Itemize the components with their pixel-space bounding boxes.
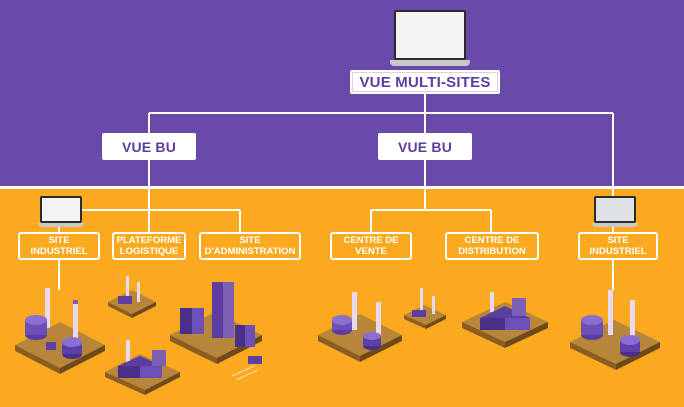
laptop-dashboard-icon [592,196,638,228]
office-building-icon [170,282,262,381]
factory-icon [15,288,105,374]
laptop-dashboard-icon [390,10,470,68]
laptop-dashboard-icon [38,196,84,228]
factory-icon [570,290,660,370]
factory-icon [108,276,156,318]
band-divider [0,186,684,189]
multi-site-view-box: VUE MULTI-SITES [350,70,500,94]
site-label-industrial: SITE INDUSTRIEL [18,232,100,260]
bu-view-box-right: VUE BU [378,133,472,160]
factory-icon [404,288,446,329]
warehouse-icon [105,340,180,395]
site-label-industrial-right: SITE INDUSTRIEL [578,232,658,260]
site-label-logistics: PLATEFORME LOGISTIQUE [112,232,186,260]
site-label-sales: CENTRE DE VENTE [330,232,412,260]
factory-icon [318,292,402,362]
site-label-administration: SITE D'ADMINISTRATION [199,232,301,260]
connector-lines [58,93,614,290]
bu-view-box-left: VUE BU [102,133,196,160]
site-label-distribution: CENTRE DE DISTRIBUTION [445,232,539,260]
warehouse-icon [462,292,548,348]
